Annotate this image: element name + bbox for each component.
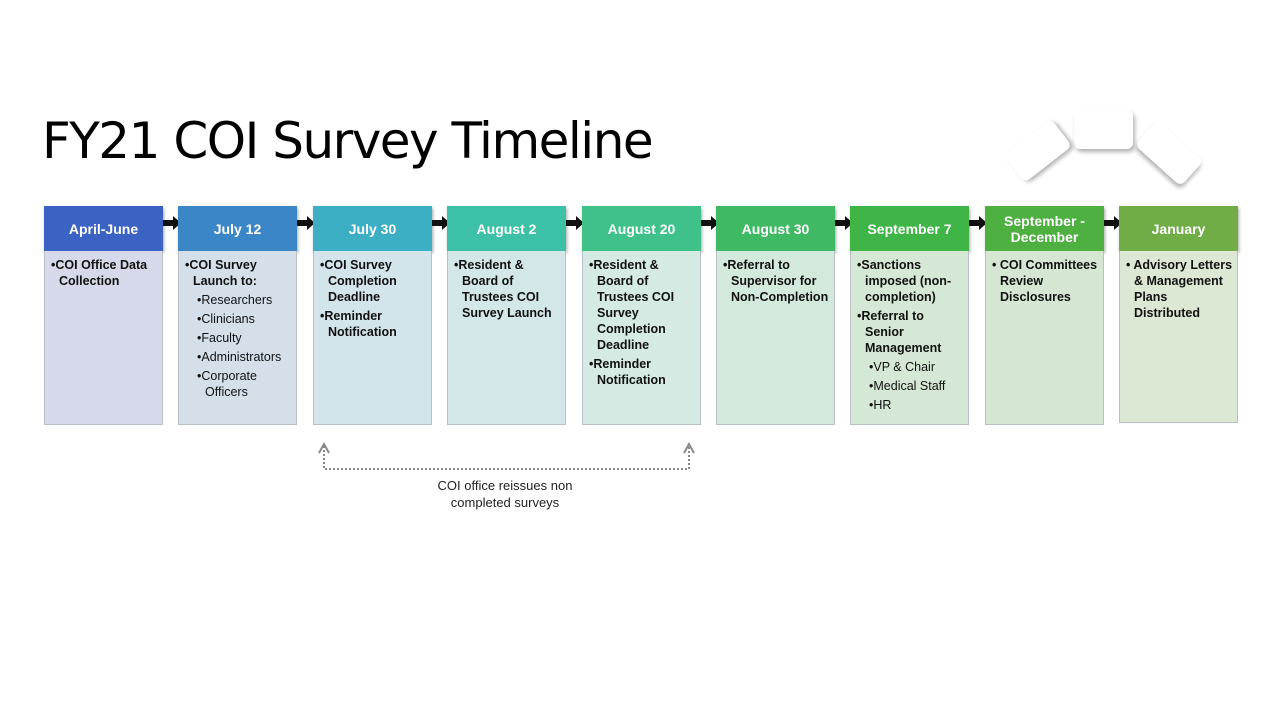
step-body: •Sanctions imposed (non-completion) •Refe… (850, 251, 969, 425)
timeline-step: July 12 •COI Survey Launch to: •Researcher… (178, 206, 297, 425)
tag-reduce: Reduce (1074, 110, 1133, 149)
step-item: •Sanctions imposed (non-completion) (857, 258, 952, 304)
arrowhead-left-icon (318, 441, 330, 454)
step-header: January (1119, 206, 1238, 251)
step-item: • Advisory Letters & Management Plans Di… (1126, 258, 1233, 320)
arrow-right-icon (835, 216, 853, 230)
tag-eliminate-label: Eliminate (1146, 132, 1192, 174)
step-header: April-June (44, 206, 163, 251)
step-item: •Administrators (197, 350, 282, 364)
step-item: •COI Office Data Collection (51, 258, 148, 288)
step-item: •Researchers (197, 293, 273, 307)
arrow-right-icon (163, 216, 181, 230)
step-body: •COI Survey Launch to: •Researchers •Clini… (178, 251, 297, 425)
step-header: July 30 (313, 206, 432, 251)
timeline-step: August 20 •Resident & Board of Trustees C… (582, 206, 701, 425)
timeline-step: September 7•Sanctions imposed (non-compl… (850, 206, 969, 425)
arrow-right-icon (432, 216, 450, 230)
step-body: •Referral to Supervisor for Non-Completi… (716, 251, 835, 425)
arrowhead-right-icon (683, 441, 695, 454)
step-item: •HR (869, 398, 892, 412)
step-body: •Resident & Board of Trustees COI Survey… (447, 251, 566, 425)
step-item: •Medical Staff (869, 379, 946, 393)
step-item: •Resident & Board of Trustees COI Survey… (589, 258, 675, 352)
tag-manage: Manage (1004, 119, 1072, 183)
tag-eliminate: Eliminate (1135, 120, 1204, 187)
step-item: •COI Survey Completion Deadline (320, 258, 397, 304)
step-item: • COI Committees Review Disclosures (992, 258, 1098, 304)
step-item: •Clinicians (197, 312, 255, 326)
timeline-step: August 2 •Resident & Board of Trustees CO… (447, 206, 566, 425)
arrow-right-icon (297, 216, 315, 230)
step-item: •VP & Chair (869, 360, 935, 374)
timeline-step: August 30 •Referral to Supervisor for Non… (716, 206, 835, 425)
step-item: •Referral to Senior Management (857, 309, 942, 355)
arrow-right-icon (969, 216, 987, 230)
step-header: July 12 (178, 206, 297, 251)
step-item: •COI Survey Launch to: (185, 258, 257, 288)
step-item: •Referral to Supervisor for Non-Completi… (723, 258, 829, 304)
timeline-step: September - December • COI Committees Rev… (985, 206, 1104, 425)
step-header: September 7 (850, 206, 969, 251)
timeline-step: April-June •COI Office Data Collection (44, 206, 163, 425)
arrow-right-icon (701, 216, 719, 230)
tag-manage-label: Manage (1018, 133, 1058, 169)
arrow-right-icon (566, 216, 584, 230)
step-item: •Reminder Notification (320, 309, 397, 339)
step-body: •COI Office Data Collection (44, 251, 163, 425)
step-header: September - December (985, 206, 1104, 251)
step-body: • Advisory Letters & Management Plans Di… (1119, 251, 1238, 423)
step-body: •COI Survey Completion Deadline •Reminder… (313, 251, 432, 425)
step-item: •Corporate Officers (197, 369, 257, 399)
step-body: •Resident & Board of Trustees COI Survey… (582, 251, 701, 425)
page-title: FY21 COI Survey Timeline (42, 112, 654, 170)
step-item: •Faculty (197, 331, 242, 345)
tag-reduce-label: Reduce (1083, 123, 1124, 136)
timeline-step: January • Advisory Letters & Management P… (1119, 206, 1238, 423)
arrow-right-icon (1104, 216, 1122, 230)
reissue-note: COI office reissues non completed survey… (437, 478, 573, 510)
step-header: August 2 (447, 206, 566, 251)
step-body: • COI Committees Review Disclosures (985, 251, 1104, 425)
step-item: •Resident & Board of Trustees COI Survey… (454, 258, 552, 320)
timeline-step: July 30 •COI Survey Completion Deadline •R… (313, 206, 432, 425)
step-header: August 20 (582, 206, 701, 251)
step-item: •Reminder Notification (589, 357, 666, 387)
step-header: August 30 (716, 206, 835, 251)
